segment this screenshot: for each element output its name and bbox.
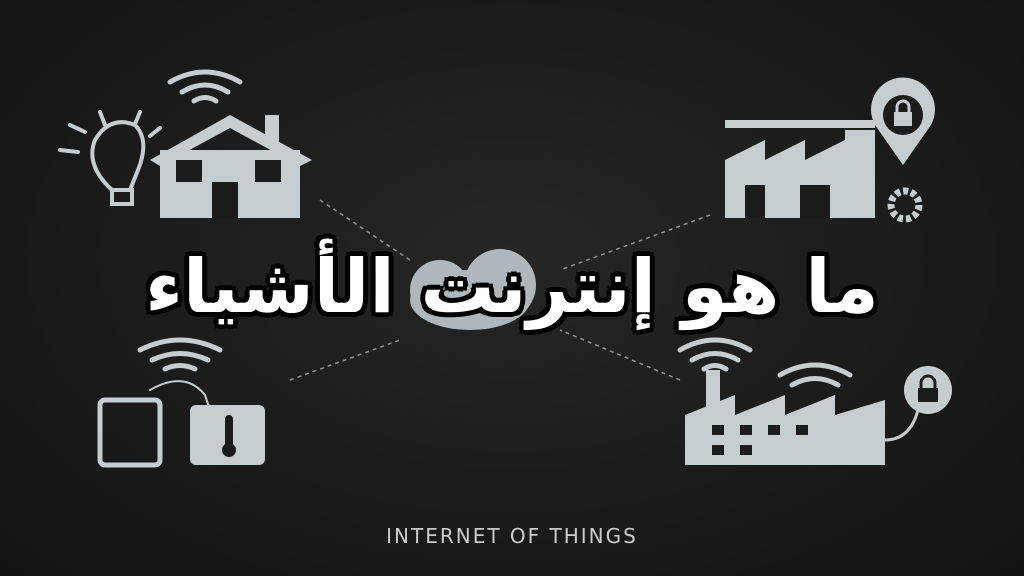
tablet-icon (97, 397, 163, 468)
wifi-icon (677, 337, 853, 388)
light-bulb-icon (58, 110, 162, 206)
gear-icon (887, 187, 923, 223)
cloud-icon (410, 249, 536, 330)
factory-icon (725, 120, 875, 218)
factory-icon (685, 370, 885, 465)
page-title: ما هو إنترنت الأشياء (145, 244, 879, 330)
house-icon (150, 115, 312, 218)
connector-arrow (884, 409, 920, 442)
wifi-icon (167, 69, 243, 104)
wifi-icon (137, 337, 223, 411)
lock-pin-icon (870, 77, 935, 165)
subtitle: INTERNET OF THINGS (386, 524, 638, 548)
padlock-icon (904, 366, 952, 414)
thermometer-icon (190, 405, 265, 465)
